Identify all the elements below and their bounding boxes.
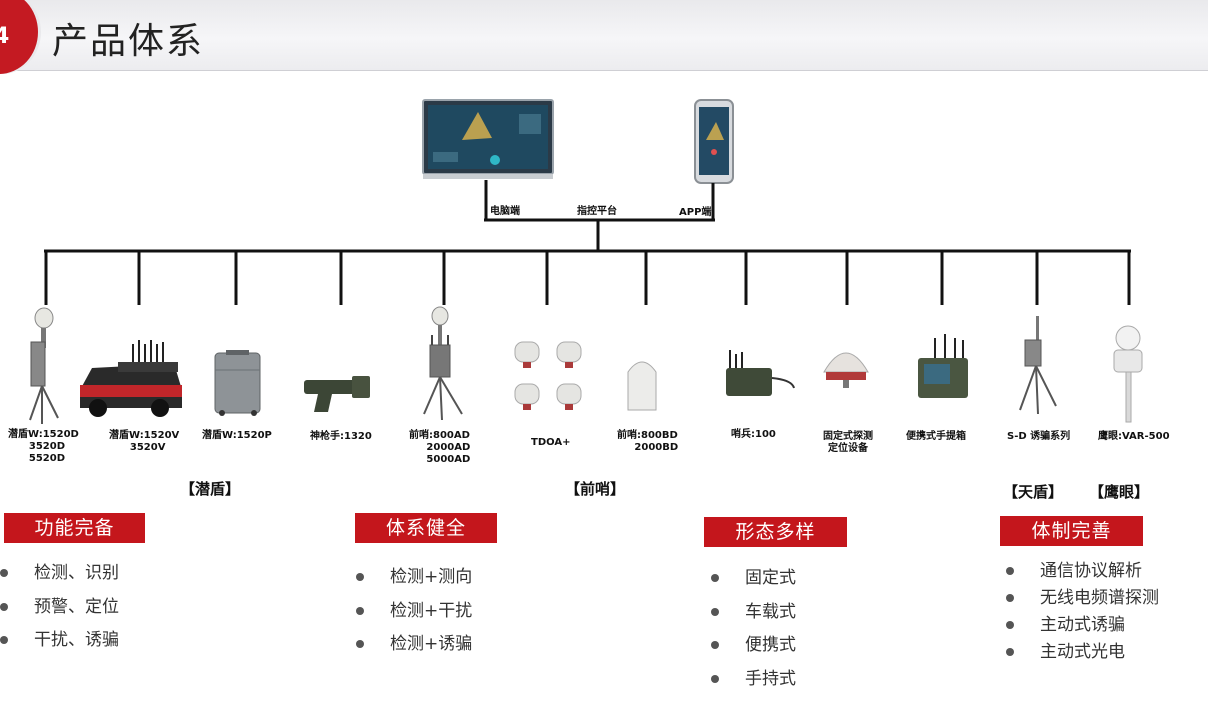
list-item: 预警、定位 <box>0 597 119 631</box>
group-label-tiandun: 【天盾】 <box>1003 481 1063 502</box>
list-item: 干扰、诱骗 <box>0 630 119 664</box>
product-label: 潜盾W:1520P <box>202 430 272 442</box>
list-item: 车载式 <box>711 602 796 636</box>
product-label: 鹰眼:VAR-500 <box>1098 431 1170 443</box>
section-title-forms: 形态多样 <box>704 517 847 547</box>
section-list-functions: 检测、识别 预警、定位 干扰、诱骗 <box>0 563 119 664</box>
list-item: 便携式 <box>711 635 796 669</box>
list-item: 手持式 <box>711 669 796 702</box>
list-item: 固定式 <box>711 568 796 602</box>
section-title-regime: 体制完善 <box>1000 516 1143 546</box>
product-label: 潜盾W:1520D 3520D 5520D <box>8 429 79 465</box>
device-portable-case <box>918 334 968 398</box>
product-label: 神枪手:1320 <box>310 431 372 443</box>
device-shenqiangshou <box>304 376 370 412</box>
group-label-qiandun: 【潜盾】 <box>180 478 240 499</box>
list-item: 通信协议解析 <box>1006 561 1159 588</box>
list-item: 检测、识别 <box>0 563 119 597</box>
product-label: 潜盾W:1520V 3520V <box>109 430 179 454</box>
device-qianshao-800bd <box>628 362 656 410</box>
section-list-system: 检测+测向 检测+干扰 检测+诱骗 <box>356 567 472 668</box>
device-tdoa <box>515 342 581 410</box>
device-sd-decoy <box>1020 316 1056 414</box>
device-qiandun-w1520p <box>215 350 260 416</box>
device-qiandun-w1520v <box>80 340 182 417</box>
product-label: S-D 诱骗系列 <box>1007 431 1070 443</box>
product-label: 便携式手提箱 <box>906 431 966 443</box>
platform-pc-label: 电脑端 <box>490 206 520 218</box>
product-label: 哨兵:100 <box>731 429 776 441</box>
product-label: TDOA+ <box>531 437 570 449</box>
list-item: 主动式光电 <box>1006 642 1159 669</box>
group-label-yingyan: 【鹰眼】 <box>1089 481 1149 502</box>
platform-center-label: 指控平台 <box>577 206 617 218</box>
list-item: 检测+测向 <box>356 567 472 601</box>
product-label: 前哨:800BD 2000BD <box>617 430 678 454</box>
product-label: 固定式探测 定位设备 <box>818 431 878 455</box>
section-list-forms: 固定式 车载式 便携式 手持式 <box>711 568 796 702</box>
group-label-qianshao: 【前哨】 <box>565 478 625 499</box>
device-qianshao-800ad <box>424 307 462 420</box>
product-label: 前哨:800AD 2000AD 5000AD <box>409 430 470 466</box>
platform-app-label: APP端 <box>679 207 711 219</box>
app-phone-illustration <box>695 100 733 183</box>
device-shaobing <box>726 350 794 396</box>
section-list-regime: 通信协议解析 无线电频谱探测 主动式诱骗 主动式光电 <box>1006 561 1159 669</box>
section-title-system: 体系健全 <box>355 513 497 543</box>
device-qiandun-w1520d <box>30 308 58 424</box>
device-fixed-detect <box>824 353 868 388</box>
list-item: 无线电频谱探测 <box>1006 588 1159 615</box>
section-title-functions: 功能完备 <box>4 513 145 543</box>
list-item: 检测+干扰 <box>356 601 472 635</box>
pc-monitor-illustration <box>423 100 553 179</box>
list-item: 检测+诱骗 <box>356 634 472 668</box>
list-item: 主动式诱骗 <box>1006 615 1159 642</box>
device-yingyan <box>1114 326 1142 422</box>
